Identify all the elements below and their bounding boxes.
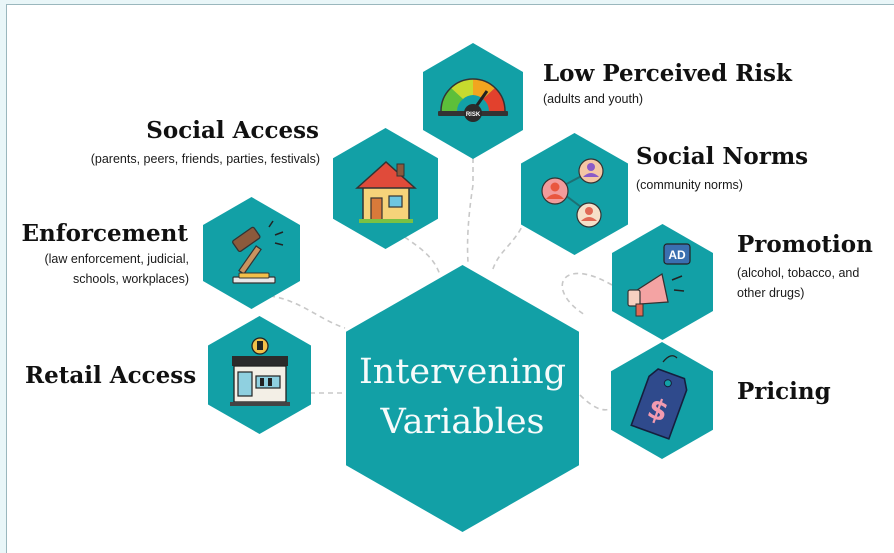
ad-badge: AD xyxy=(668,248,686,262)
storefront-icon xyxy=(230,337,290,406)
low-risk-title: Low Perceived Risk xyxy=(543,60,792,87)
enforcement-title: Enforcement xyxy=(21,220,188,247)
promotion-subtitle-line2: other drugs) xyxy=(737,286,805,300)
promotion-title: Promotion xyxy=(737,231,873,258)
enforcement-subtitle-line1: (law enforcement, judicial, xyxy=(44,252,189,266)
gauge-label: RISK xyxy=(466,112,481,118)
social-norms-subtitle: (community norms) xyxy=(636,178,743,192)
social-access-hexagon xyxy=(333,128,438,249)
megaphone-icon: AD xyxy=(627,243,691,317)
house-icon xyxy=(355,160,417,223)
center-title-line1: Intervening xyxy=(358,352,567,392)
enforcement-subtitle-line2: schools, workplaces) xyxy=(72,272,189,286)
gavel-icon xyxy=(232,220,284,284)
price-tag-icon: $ xyxy=(630,355,688,440)
social-norms-title: Social Norms xyxy=(636,143,809,170)
center-title-line2: Variables xyxy=(380,402,545,442)
pricing-title: Pricing xyxy=(737,378,831,405)
pricing-hexagon: $ xyxy=(611,342,713,459)
social-access-subtitle: (parents, peers, friends, parties, festi… xyxy=(90,152,320,166)
people-network-icon xyxy=(541,158,604,228)
low-risk-subtitle: (adults and youth) xyxy=(543,92,644,106)
social-access-title: Social Access xyxy=(146,117,319,144)
retail-access-title: Retail Access xyxy=(25,362,197,389)
risk-gauge-icon: RISK xyxy=(438,78,508,122)
promotion-subtitle-line1: (alcohol, tobacco, and xyxy=(737,266,860,280)
